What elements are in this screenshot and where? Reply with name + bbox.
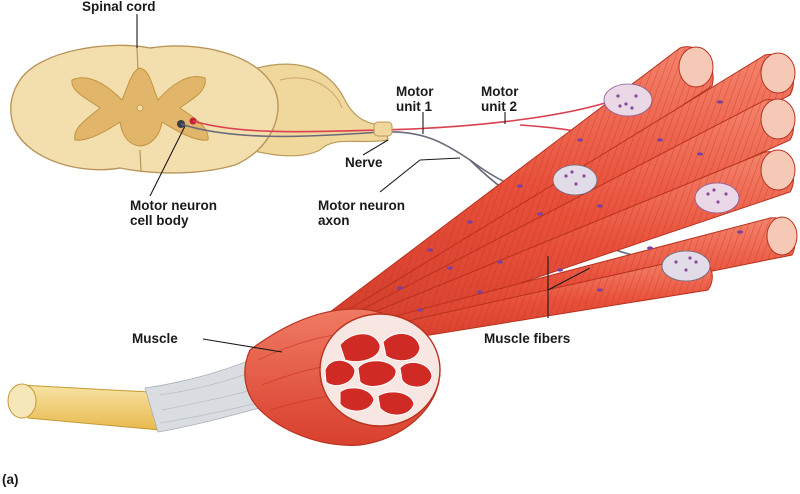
motor-neuron-axon-label: Motor neuron axon — [318, 198, 405, 228]
muscle — [7, 308, 441, 446]
motor-unit-1-label: Motor unit 1 — [396, 84, 434, 114]
neuromuscular-junctions — [552, 83, 740, 282]
leader-lines — [136, 14, 591, 353]
spinal-cord — [10, 44, 389, 174]
panel-label: (a) — [2, 472, 19, 487]
nerve-label: Nerve — [345, 155, 383, 170]
spinal-cord-label: Spinal cord — [82, 0, 156, 14]
motor-unit-2-label: Motor unit 2 — [481, 84, 519, 114]
motor-neuron-cell-body-label: Motor neuron cell body — [130, 198, 217, 228]
muscle-label: Muscle — [132, 331, 178, 346]
muscle-fibers-label: Muscle fibers — [484, 331, 571, 346]
